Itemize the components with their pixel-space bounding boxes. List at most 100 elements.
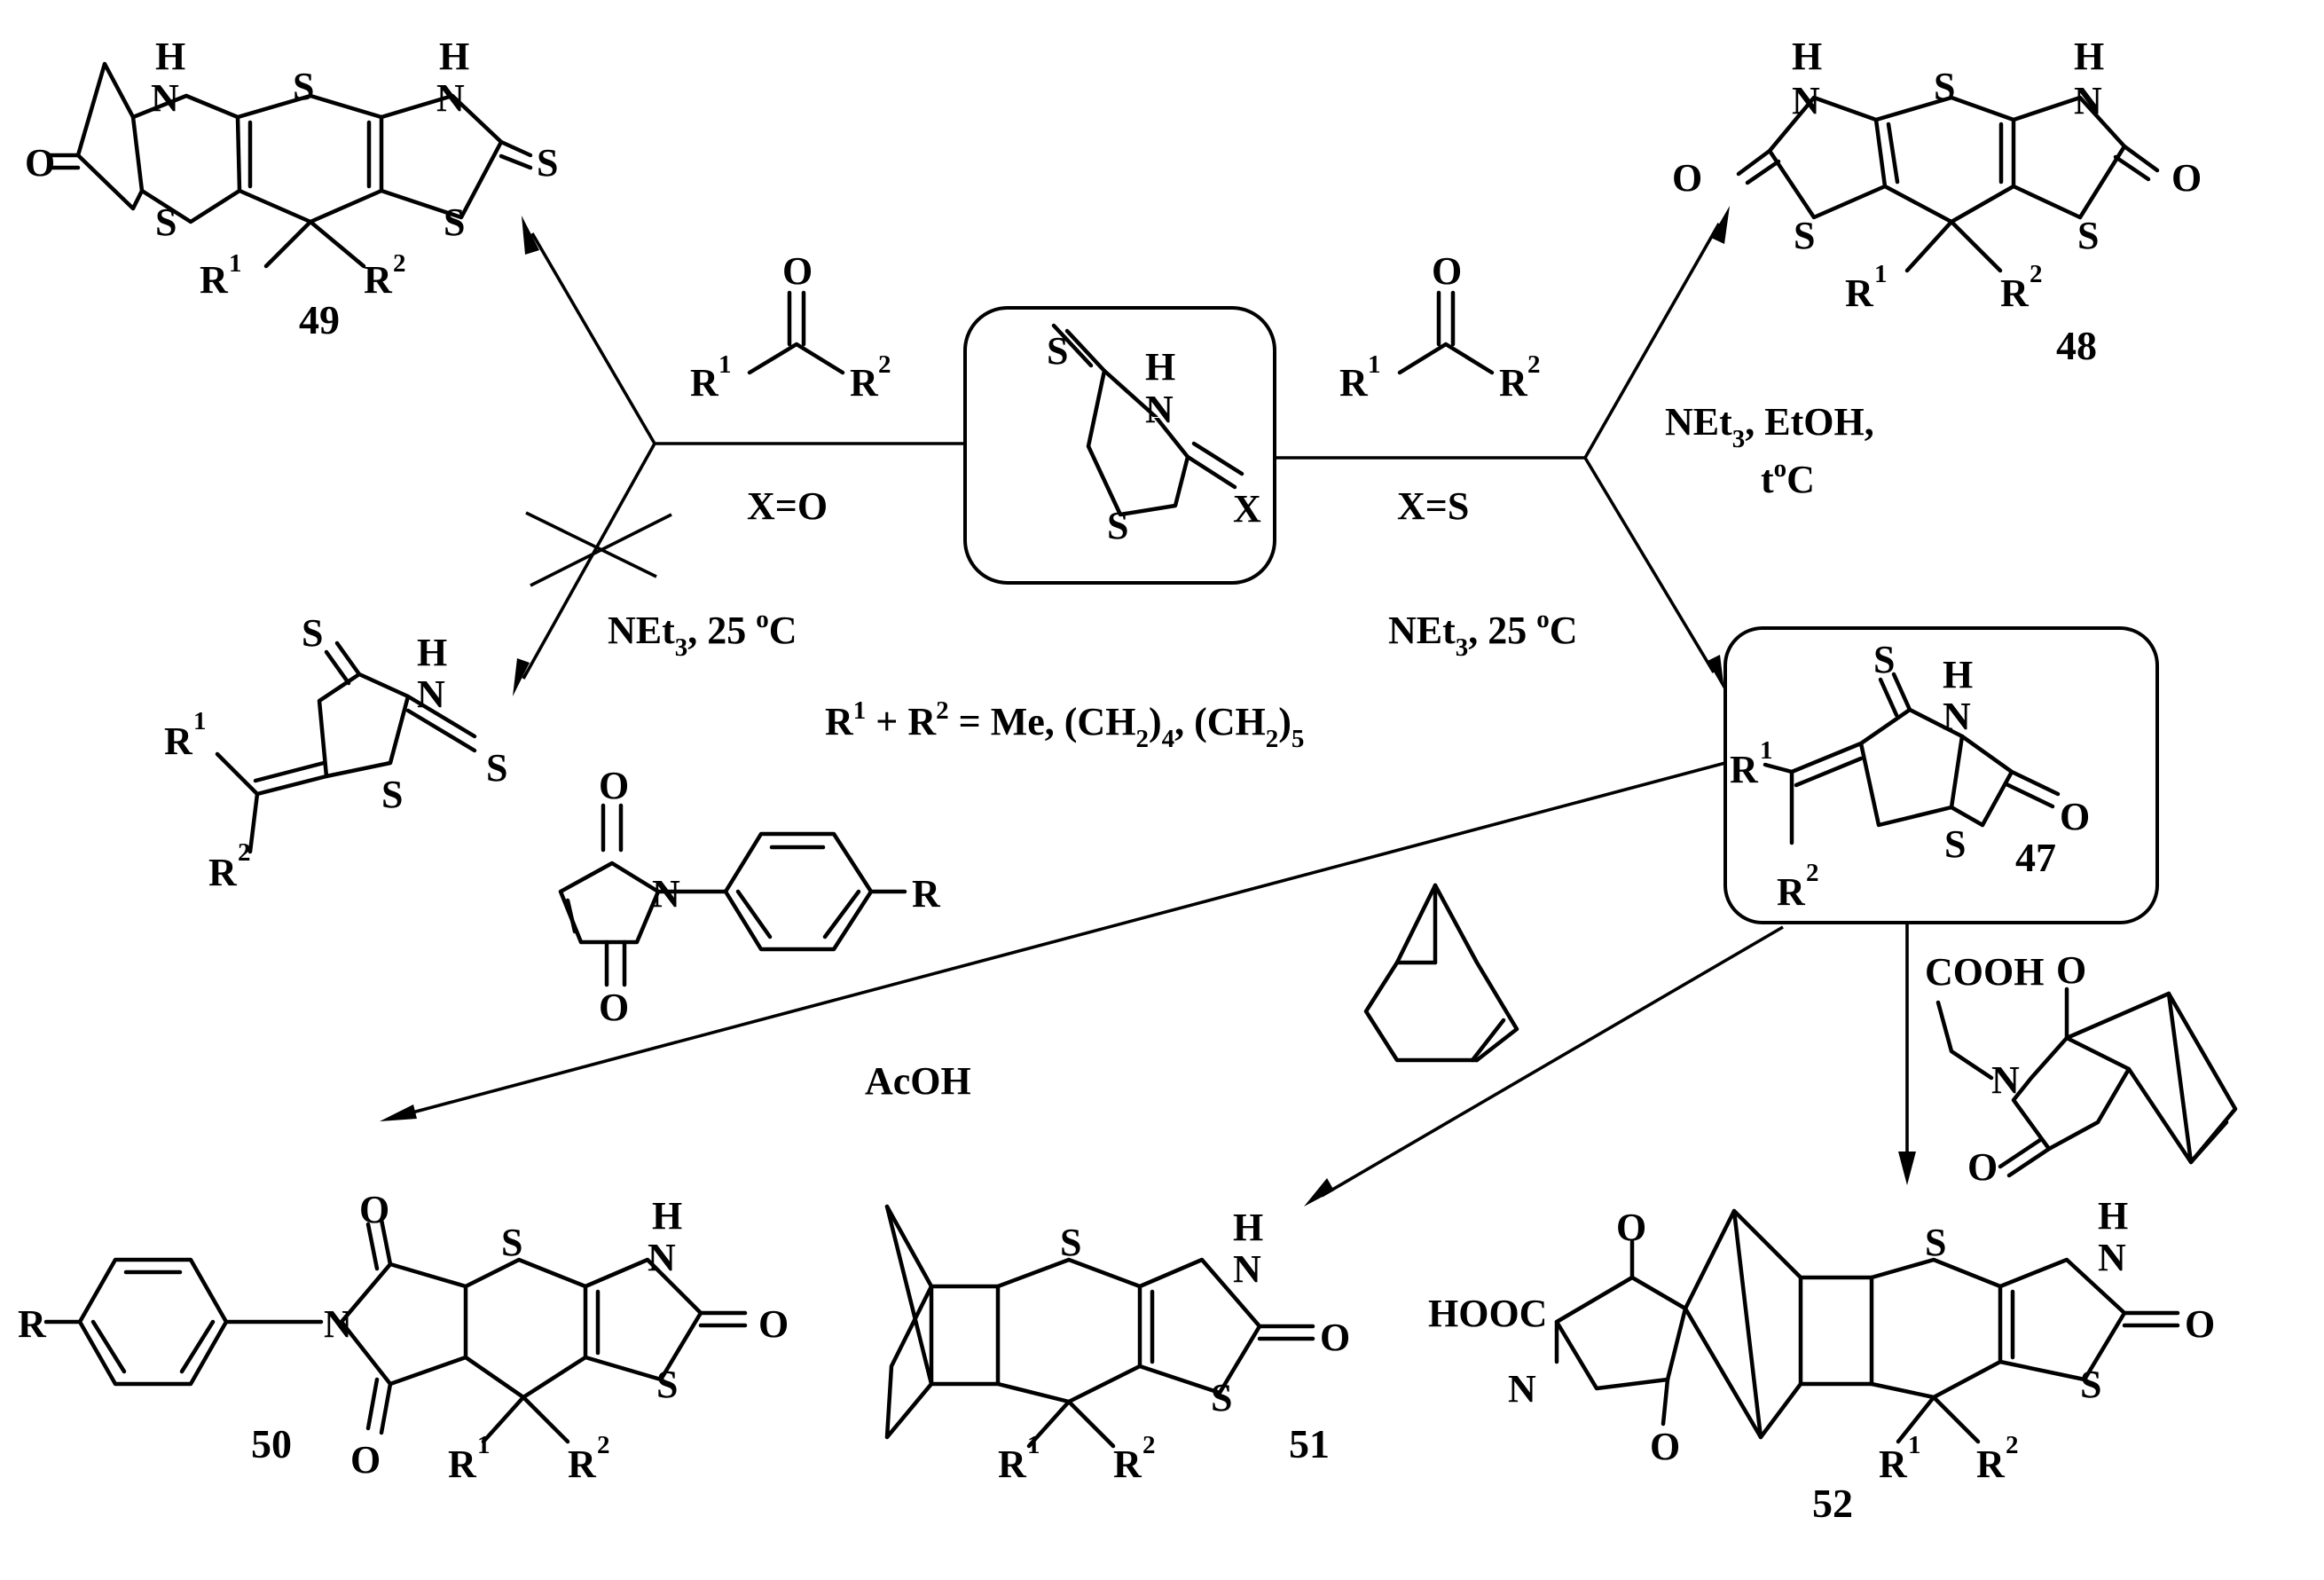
svg-text:O: O [758, 1302, 789, 1346]
cross-out-2 [530, 513, 672, 587]
svg-text:S: S [293, 65, 314, 108]
svg-text:N: N [648, 1236, 676, 1279]
svg-text:H: H [1233, 1206, 1263, 1249]
svg-text:N: N [1792, 79, 1820, 122]
svg-text:R: R [448, 1442, 477, 1486]
svg-text:O: O [2056, 948, 2086, 992]
svg-text:O: O [599, 986, 629, 1029]
svg-text:O: O [1616, 1206, 1646, 1249]
compound-50: R N O O S H N O S R 1 R 2 50 [18, 1188, 789, 1486]
svg-text:H: H [1943, 653, 1973, 696]
svg-text:R: R [568, 1442, 597, 1486]
svg-text:S: S [1934, 65, 1955, 108]
svg-text:2: 2 [597, 1431, 610, 1459]
svg-text:S: S [537, 141, 558, 185]
svg-text:O: O [1320, 1316, 1350, 1359]
svg-text:O: O [2185, 1302, 2215, 1346]
compound-47-label: 47 [2015, 835, 2056, 880]
svg-text:N: N [1508, 1367, 1536, 1411]
svg-text:N: N [324, 1302, 352, 1346]
svg-text:O: O [359, 1188, 389, 1231]
r-group-definition: R1 + R2 = Me, (CH2)4, (CH2)5 [825, 696, 1304, 753]
svg-text:1: 1 [229, 249, 242, 278]
carboxymethyl-imide-reagent: COOH O N O [1925, 948, 2238, 1189]
arrowheads [380, 206, 1916, 1207]
svg-text:1: 1 [1908, 1431, 1921, 1459]
compound-52: HOOC O N O S H N O S R 1 R 2 52 [1428, 1194, 2215, 1526]
starting-material: S N H S X [1047, 323, 1261, 547]
compound-49: H N S H N O S S S R 1 R 2 49 [25, 35, 558, 342]
svg-text:R: R [1339, 361, 1369, 405]
svg-text:S: S [155, 200, 177, 244]
svg-text:R: R [2000, 271, 2030, 315]
arrow-to-49 [530, 232, 656, 444]
arrow-to-50 [398, 761, 1726, 1118]
arrowhead-50 [380, 1104, 417, 1121]
svg-text:S: S [1211, 1376, 1232, 1419]
condition-right-base: NEt3, 25 oC [1388, 605, 1578, 662]
svg-text:N: N [151, 76, 179, 120]
svg-text:1: 1 [1760, 736, 1773, 765]
ketone-left: O R 1 R 2 [690, 249, 891, 405]
svg-text:R: R [1730, 748, 1759, 791]
reaction-conditions: X=O X=S NEt3, 25 oC NEt3, 25 oC NEt3, Et… [608, 400, 1874, 1103]
svg-text:S: S [381, 773, 403, 816]
compound-51-label: 51 [1289, 1421, 1330, 1466]
x-substituent-label: X [1233, 487, 1261, 531]
svg-text:R: R [912, 872, 941, 916]
svg-text:2: 2 [878, 350, 891, 379]
svg-text:O: O [1967, 1145, 1998, 1189]
svg-text:1: 1 [193, 707, 207, 735]
svg-text:N: N [417, 672, 445, 716]
svg-text:R: R [1845, 271, 1874, 315]
svg-text:S: S [2077, 214, 2099, 257]
svg-text:H: H [2098, 1194, 2128, 1238]
svg-text:S: S [2080, 1363, 2101, 1406]
svg-text:R: R [364, 258, 393, 302]
svg-text:N: N [1991, 1058, 2020, 1102]
arrow-to-48 [1583, 223, 1721, 459]
svg-text:S: S [1925, 1221, 1946, 1264]
reaction-arrows [398, 223, 1909, 1198]
arrowhead-52 [1898, 1152, 1916, 1185]
condition-acoh: AcOH [865, 1059, 971, 1103]
svg-text:R: R [1976, 1442, 2006, 1486]
svg-text:COOH: COOH [1925, 950, 2044, 994]
svg-text:R: R [200, 258, 229, 302]
svg-text:S: S [1873, 638, 1895, 681]
condition-x-eq-s: X=S [1397, 484, 1469, 528]
compound-48: H N S H N O O S S R 1 R 2 48 [1672, 35, 2202, 368]
ketone-right: O R 1 R 2 [1339, 249, 1541, 405]
compound-51: S H N O S R 1 R 2 51 [884, 1204, 1350, 1486]
condition-48-reagents: NEt3, EtOH, [1665, 400, 1874, 453]
svg-text:1: 1 [718, 350, 732, 379]
n-aryl-maleimide: O N O R [558, 764, 941, 1029]
svg-text:1: 1 [477, 1431, 491, 1459]
svg-text:R: R [1113, 1442, 1142, 1486]
arrow-to-51 [1321, 925, 1784, 1198]
svg-text:N: N [2074, 79, 2102, 122]
svg-text:H: H [417, 631, 447, 674]
arrow-to-47 [1583, 457, 1716, 673]
norbornene [1363, 883, 1519, 1063]
ring-nitrogen-label: N [1145, 388, 1174, 431]
condition-x-eq-o: X=O [747, 484, 828, 528]
svg-text:S: S [1944, 822, 1966, 866]
svg-text:R: R [690, 361, 719, 405]
compound-47: S H N S O R 1 R 2 47 [1730, 638, 2090, 914]
svg-text:N: N [652, 872, 680, 916]
svg-text:H: H [439, 35, 469, 78]
arrowhead-51 [1304, 1178, 1334, 1207]
svg-text:O: O [2171, 156, 2202, 200]
svg-text:R: R [998, 1442, 1027, 1486]
starting-material-frame [963, 306, 1276, 585]
svg-text:S: S [444, 200, 465, 244]
svg-text:R: R [164, 719, 193, 763]
svg-text:S: S [501, 1221, 522, 1264]
svg-text:S: S [656, 1363, 678, 1406]
compound-52-label: 52 [1812, 1481, 1853, 1526]
svg-text:2: 2 [1527, 350, 1541, 379]
compound-49-label: 49 [299, 297, 340, 342]
svg-text:N: N [1233, 1247, 1261, 1291]
